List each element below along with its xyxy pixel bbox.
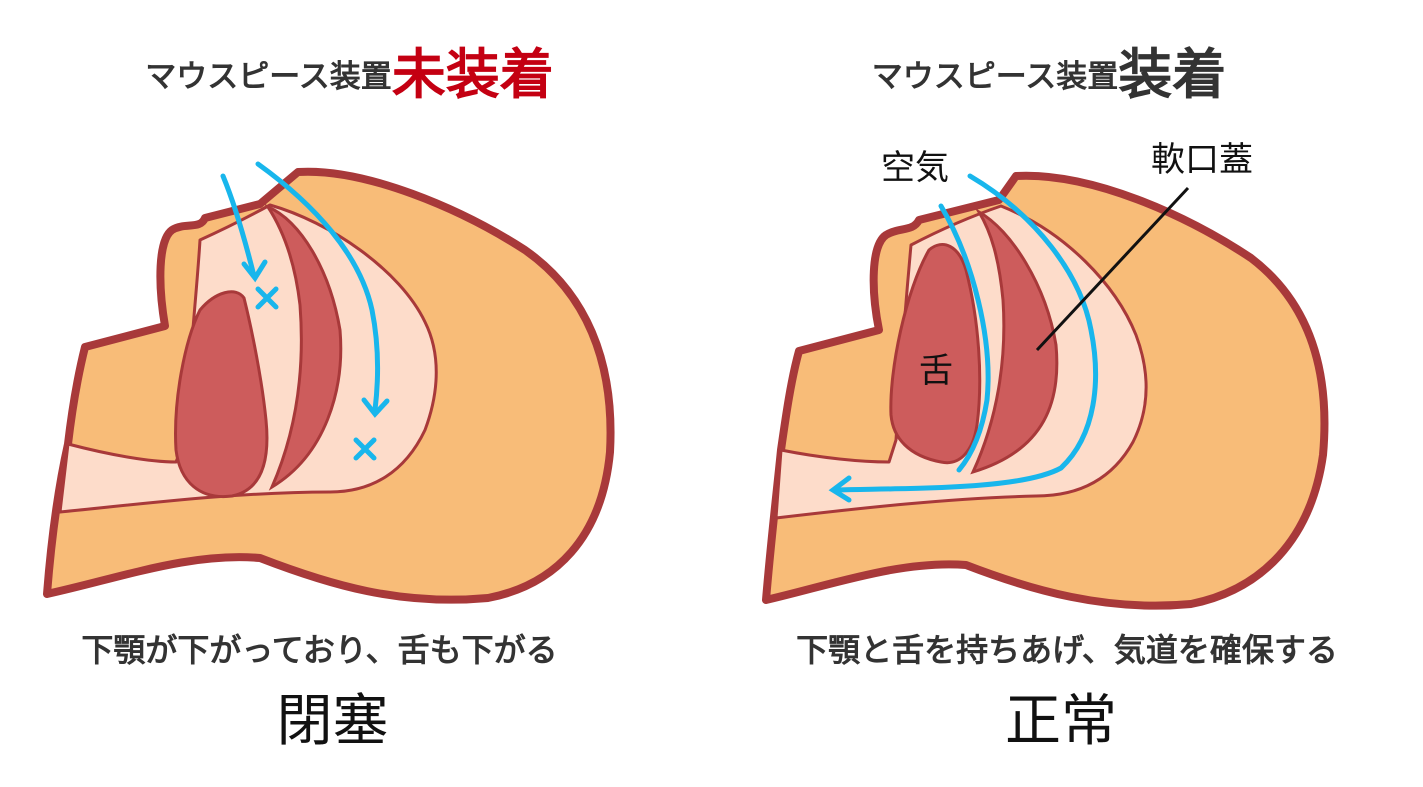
tongue-shape bbox=[889, 243, 982, 465]
arrow-icon bbox=[255, 161, 381, 413]
right-title: マウスピース装置装着 bbox=[693, 30, 1405, 109]
label-tongue: 舌 bbox=[919, 351, 953, 391]
head-cross-section-closed bbox=[43, 161, 615, 604]
air-arrow-blocked-2 bbox=[255, 161, 390, 461]
arrow-icon bbox=[220, 173, 257, 279]
head-cross-section-open bbox=[762, 171, 1329, 610]
blocked-x-icon bbox=[255, 286, 279, 310]
left-state-label: 閉塞 bbox=[276, 689, 389, 754]
label-air: 空気 bbox=[881, 148, 949, 188]
right-title-prefix: マウスピース装置 bbox=[871, 59, 1119, 95]
air-path-clear bbox=[828, 173, 1099, 503]
label-soft-palate: 軟口蓋 bbox=[1151, 140, 1253, 180]
soft-palate-leader-line bbox=[1035, 186, 1190, 352]
arrow-icon bbox=[828, 475, 852, 503]
panel-with-mouthpiece: マウスピース装置装着 空気 軟口蓋 舌 下顎と舌を持ちあげ、気道を確保する 正常 bbox=[711, 0, 1423, 787]
right-title-emphasis: 装着 bbox=[1118, 43, 1227, 106]
blocked-x-icon bbox=[353, 437, 377, 461]
soft-palate-shape bbox=[970, 207, 1059, 475]
right-state-label: 正常 bbox=[1005, 689, 1117, 754]
left-title-emphasis: 未装着 bbox=[391, 43, 554, 106]
left-caption: 下顎が下がっており、舌も下がる bbox=[81, 631, 558, 669]
soft-palate-shape bbox=[264, 203, 343, 491]
left-title-prefix: マウスピース装置 bbox=[145, 59, 392, 95]
air-arrow-blocked-1 bbox=[220, 173, 279, 310]
air-line-1 bbox=[938, 203, 991, 473]
left-title: マウスピース装置未装着 bbox=[0, 30, 705, 109]
right-caption: 下顎と舌を持ちあげ、気道を確保する bbox=[796, 631, 1338, 669]
tongue-shape bbox=[174, 290, 269, 499]
air-line-2 bbox=[832, 173, 1099, 493]
panel-without-mouthpiece: マウスピース装置未装着 下顎が下がっており、舌も下がる 閉塞 bbox=[0, 0, 711, 787]
